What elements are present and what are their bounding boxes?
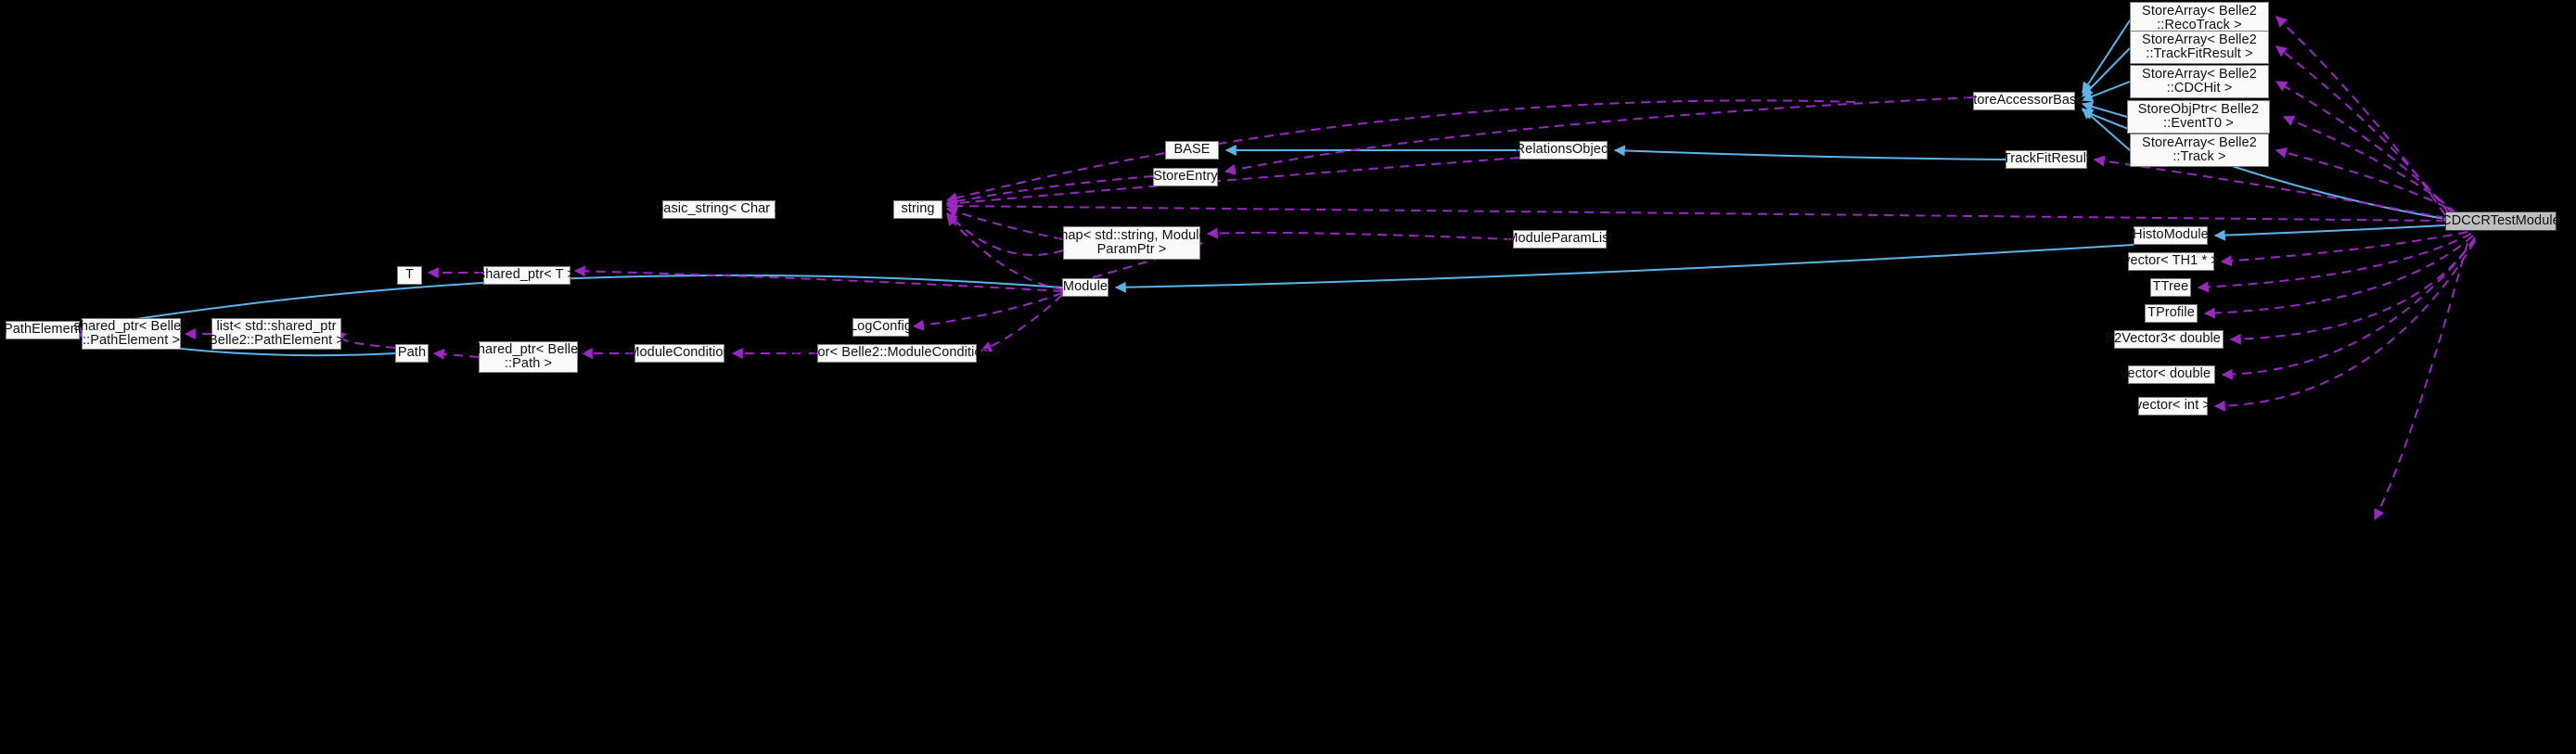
class-node-path[interactable]: Path xyxy=(395,344,429,363)
class-node-label: Path xyxy=(397,345,427,361)
class-node-store_accessor_base[interactable]: StoreAccessorBase xyxy=(1964,92,2083,110)
class-node-shared_ptr_t[interactable]: shared_ptr< T > xyxy=(479,266,575,285)
class-node-t_type[interactable]: T xyxy=(397,266,422,285)
class-node-logconfig[interactable]: LogConfig xyxy=(850,318,913,337)
class-node-module_condition[interactable]: ModuleCondition xyxy=(628,344,731,363)
class-node-recotrack_array[interactable]: StoreArray< Belle2 ::RecoTrack > xyxy=(2130,2,2269,35)
class-node-label: B2Vector3< double > xyxy=(2105,331,2233,347)
class-node-b2vector3_double[interactable]: B2Vector3< double > xyxy=(2105,330,2233,349)
class-node-histo_module[interactable]: HistoModule xyxy=(2133,226,2209,245)
class-node-label: vector< double > xyxy=(2121,366,2223,382)
class-node-label: PathElement xyxy=(3,322,83,338)
class-node-label: ModuleCondition xyxy=(628,345,731,361)
class-node-label: TTree xyxy=(2152,279,2189,295)
class-node-shared_ptr_path[interactable]: shared_ptr< Belle2 ::Path > xyxy=(471,341,585,373)
class-node-label: StoreArray< Belle2 ::CDCHit > xyxy=(2142,66,2257,96)
class-node-store_entry[interactable]: StoreEntry xyxy=(1153,168,1218,186)
class-node-label: StoreArray< Belle2 ::Track > xyxy=(2142,134,2257,164)
class-node-label: BASE xyxy=(1173,142,1211,158)
class-node-label: StoreEntry xyxy=(1153,169,1218,185)
class-node-label: TrackFitResult xyxy=(2002,151,2091,167)
class-node-track_fit_result[interactable]: TrackFitResult xyxy=(2002,150,2091,169)
class-node-string[interactable]: string xyxy=(893,200,942,219)
class-node-label: T xyxy=(405,267,414,283)
class-node-trackfitresult_array[interactable]: StoreArray< Belle2 ::TrackFitResult > xyxy=(2130,31,2269,64)
class-node-label: CDCCRTestModule xyxy=(2441,212,2560,228)
class-node-label: list< std::shared_ptr < Belle2::PathElem… xyxy=(197,318,356,348)
class-node-pathelement[interactable]: PathElement xyxy=(3,321,83,339)
class-node-label: Module xyxy=(1062,279,1109,295)
class-node-label: HistoModule xyxy=(2133,227,2209,243)
class-node-label: vector< int > xyxy=(2134,398,2211,414)
class-node-vector_th1[interactable]: vector< TH1 * > xyxy=(2123,252,2219,271)
usage-edges xyxy=(75,16,2476,521)
class-node-label: StoreAccessorBase xyxy=(1964,93,2084,109)
inheritance-edges xyxy=(86,19,2446,357)
class-node-ttree[interactable]: TTree xyxy=(2150,278,2191,297)
class-node-vector_int[interactable]: vector< int > xyxy=(2134,397,2211,415)
class-node-label: shared_ptr< T > xyxy=(478,267,576,283)
class-node-label: shared_ptr< Belle2 ::Path > xyxy=(470,341,586,371)
class-node-vector_module_condition[interactable]: vector< Belle2::ModuleCondition > xyxy=(793,344,1001,363)
class-node-label: StoreArray< Belle2 ::TrackFitResult > xyxy=(2142,32,2257,61)
class-node-basic_string[interactable]: basic_string< Char > xyxy=(656,200,782,219)
class-node-label: map< std::string, Module ParamPtr > xyxy=(1057,227,1207,257)
class-node-tprofile[interactable]: TProfile xyxy=(2145,304,2198,323)
class-node-label: StoreArray< Belle2 ::RecoTrack > xyxy=(2142,3,2257,32)
class-node-base[interactable]: BASE xyxy=(1165,141,1219,160)
class-node-cdchit_array[interactable]: StoreArray< Belle2 ::CDCHit > xyxy=(2130,65,2269,98)
class-node-shared_ptr_pathelement[interactable]: shared_ptr< Belle2 ::PathElement > xyxy=(74,318,188,350)
class-node-label: RelationsObject xyxy=(1515,142,1612,158)
class-node-label: basic_string< Char > xyxy=(656,201,782,217)
class-node-list_shared_ptr_pathelement[interactable]: list< std::shared_ptr < Belle2::PathElem… xyxy=(197,318,356,350)
class-node-label: string xyxy=(901,201,935,217)
class-node-vector_double[interactable]: vector< double > xyxy=(2121,365,2223,384)
class-node-module[interactable]: Module xyxy=(1062,278,1109,297)
class-node-cdccrtestmodule[interactable]: CDCCRTestModule xyxy=(2441,211,2560,231)
class-node-label: shared_ptr< Belle2 ::PathElement > xyxy=(73,318,189,348)
class-node-label: vector< Belle2::ModuleCondition > xyxy=(792,345,1002,361)
class-node-track_array[interactable]: StoreArray< Belle2 ::Track > xyxy=(2130,134,2269,167)
class-node-label: ModuleParamList xyxy=(1506,231,1613,247)
class-node-label: StoreObjPtr< Belle2 ::EventT0 > xyxy=(2137,101,2260,131)
class-node-label: TProfile xyxy=(2147,305,2195,321)
class-node-module_param_list[interactable]: ModuleParamList xyxy=(1506,230,1613,249)
class-node-map_string_moduleparamptr[interactable]: map< std::string, Module ParamPtr > xyxy=(1057,226,1207,260)
class-node-label: vector< TH1 * > xyxy=(2123,253,2219,269)
class-node-relations_object[interactable]: RelationsObject xyxy=(1516,141,1611,160)
class-node-label: LogConfig xyxy=(850,319,913,335)
class-node-eventt0_objptr[interactable]: StoreObjPtr< Belle2 ::EventT0 > xyxy=(2127,100,2270,134)
